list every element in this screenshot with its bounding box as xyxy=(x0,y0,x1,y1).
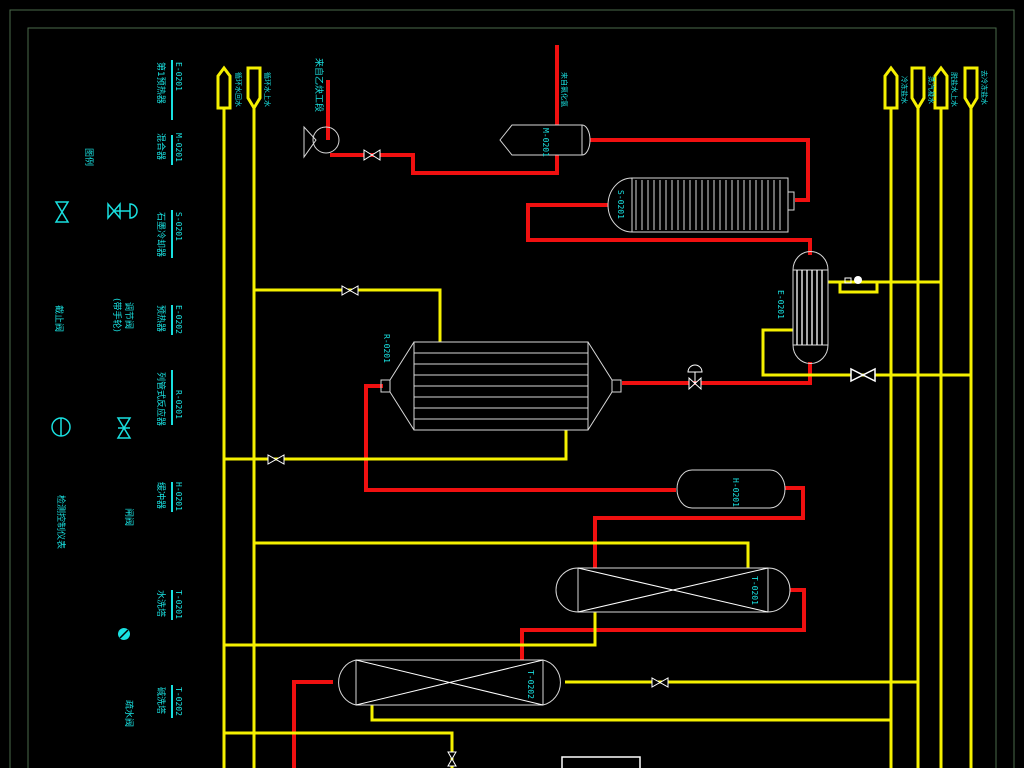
equip-name: 列管式反应器 xyxy=(155,372,167,426)
equip-name: 缓冲器 xyxy=(155,482,167,509)
instrument-icon xyxy=(51,417,71,437)
legend-control-valve-label: 调节阀 xyxy=(123,302,134,329)
preheater-e0201: E-0201 xyxy=(776,251,829,364)
equip-tag: T-0202 xyxy=(174,687,183,716)
legend-title: 图例 xyxy=(83,148,95,166)
outer-frame xyxy=(9,9,1015,768)
equip-tag: R-0201 xyxy=(382,334,391,363)
equip-tag: H-0201 xyxy=(174,482,183,511)
utility-headers-right: 冷冻盐水 蒸汽凝水 脱盐水上水 去冷冻盐水 xyxy=(883,65,989,768)
equip-name: 石墨冷却器 xyxy=(155,212,167,257)
globe-valve-icon xyxy=(363,149,381,161)
stream-tag-cw-supply xyxy=(246,66,262,111)
utility-lines xyxy=(224,280,971,768)
steam-trap-icon xyxy=(118,628,130,640)
stream-label: 冷冻盐水 xyxy=(900,76,909,104)
equip-entry-r0201: R-0201 列管式反应器 xyxy=(155,370,183,426)
legend-gate-valve-label: 闸阀 xyxy=(123,508,134,526)
gate-valve-icon xyxy=(850,367,876,383)
equip-name: 混合器 xyxy=(155,133,167,160)
legend: 图例 截止阀 调节阀 (带手轮) 检测控制仪表 闸阀 疏水阀 xyxy=(51,148,138,727)
legend-steam-trap-label: 疏水阀 xyxy=(123,700,135,727)
equip-entry-h0201: H-0201 缓冲器 xyxy=(155,482,183,512)
equip-tag: S-0201 xyxy=(616,190,625,219)
globe-valve-icon xyxy=(447,751,457,767)
equip-tag: M-0201 xyxy=(174,133,183,162)
equip-name: 水洗塔 xyxy=(155,590,167,617)
equip-entry-t0202: T-0202 碱洗塔 xyxy=(155,685,183,718)
equip-tag: E-0201 xyxy=(174,62,183,91)
stream-label: 脱盐水上水 xyxy=(950,72,959,107)
equip-entry-t0201: T-0201 水洗塔 xyxy=(155,590,183,620)
stream-label: 循环水回水 xyxy=(234,72,243,107)
stream-label: 循环水上水 xyxy=(263,72,272,107)
legend-control-valve-note: (带手轮) xyxy=(111,298,123,332)
equip-entry-m0201: M-0201 混合器 xyxy=(155,133,183,165)
equip-tag: R-0201 xyxy=(174,390,183,419)
cooler-s0201: S-0201 xyxy=(607,177,795,233)
equip-tag: T-0201 xyxy=(174,590,183,619)
legend-instrument-label: 检测控制仪表 xyxy=(55,495,67,549)
equip-tag: H-0201 xyxy=(731,478,740,507)
globe-valve-icon xyxy=(54,201,70,223)
equip-tag: S-0201 xyxy=(174,212,183,241)
buffer-h0201: H-0201 xyxy=(676,469,786,509)
caustic-tower-t0202: T-0202 xyxy=(338,659,561,706)
reactor-r0201: R-0201 xyxy=(380,334,622,431)
equip-entry-e0202: E-0202 预热器 xyxy=(155,305,183,335)
equip-tag: E-0202 xyxy=(174,305,183,334)
equip-entry-e0201: E-0201 第1预热器 xyxy=(155,60,183,120)
process-lines xyxy=(292,45,812,768)
acetylene-pump: 来自乙炔工段 xyxy=(303,58,340,159)
equip-entry-s0201: S-0201 石墨冷却器 xyxy=(155,210,183,258)
bottom-vessel xyxy=(561,756,641,768)
equip-name: 碱洗塔 xyxy=(155,687,167,714)
mixer-m0201: M-0201 xyxy=(499,124,591,157)
equip-tag: T-0201 xyxy=(750,576,759,605)
gate-valve-icon xyxy=(116,417,132,439)
stream-tag-cw-return xyxy=(216,65,232,110)
equip-tag: T-0202 xyxy=(526,670,535,699)
globe-valve-icon xyxy=(651,677,669,688)
globe-valve-icon xyxy=(341,285,359,296)
equip-name: 预热器 xyxy=(155,305,167,332)
equip-tag: E-0201 xyxy=(776,290,785,319)
valves xyxy=(267,149,876,767)
globe-valve-icon xyxy=(267,454,285,465)
legend-globe-valve-label: 截止阀 xyxy=(53,305,65,332)
inner-frame xyxy=(27,27,997,768)
control-valve-icon xyxy=(687,364,703,391)
stream-label: 蒸汽凝水 xyxy=(927,76,936,104)
control-valve-handwheel-icon xyxy=(107,201,138,221)
equipment-list: E-0201 第1预热器 M-0201 混合器 S-0201 石墨冷却器 E-0… xyxy=(155,60,183,718)
stream-label: 来自乙炔工段 xyxy=(313,58,325,112)
stream-label: 去冷冻盐水 xyxy=(980,70,989,105)
wash-tower-t0201: T-0201 xyxy=(555,567,791,613)
stream-label: 来自氯化氢 xyxy=(560,72,569,107)
utility-headers-left: 循环水回水 循环水上水 xyxy=(216,65,272,768)
equip-name: 第1预热器 xyxy=(155,62,167,104)
steam-trap-icon xyxy=(844,276,862,284)
equip-tag: M-0201 xyxy=(541,128,550,157)
